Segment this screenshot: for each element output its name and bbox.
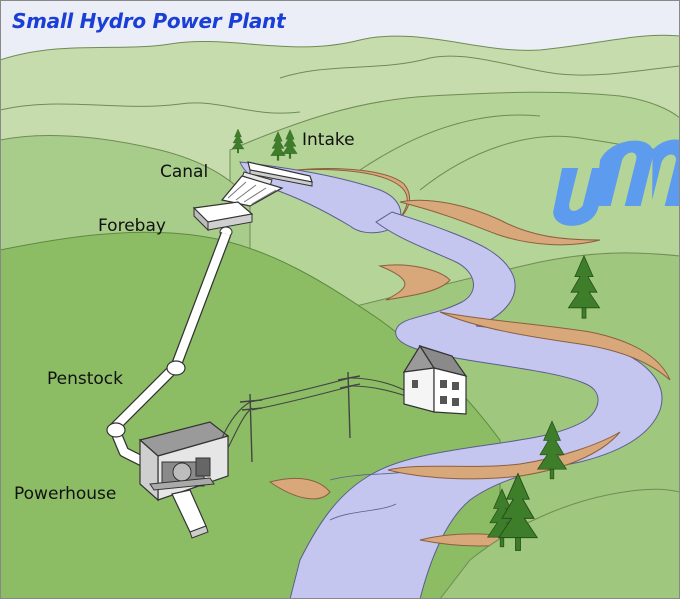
canal-structure	[220, 175, 284, 207]
label-powerhouse: Powerhouse	[14, 484, 117, 504]
far-ridge-2	[0, 102, 301, 114]
label-forebay: Forebay	[98, 216, 166, 236]
label-canal: Canal	[160, 162, 209, 182]
diagram-title: Small Hydro Power Plant	[12, 9, 286, 33]
bank-2	[399, 199, 601, 246]
bank-3	[439, 311, 671, 381]
far-ridge	[279, 55, 680, 79]
bank-1	[378, 264, 451, 301]
label-intake: Intake	[302, 130, 355, 150]
bank-5	[268, 477, 331, 500]
power-pole-icon	[337, 371, 361, 439]
river-main	[289, 211, 663, 599]
house-icon	[402, 344, 468, 415]
right-hill-ridge-2	[359, 114, 541, 171]
powerhouse-building	[138, 421, 230, 539]
logo-icon	[553, 139, 680, 226]
bank-4	[387, 431, 621, 480]
label-penstock: Penstock	[47, 369, 123, 389]
river-ripple-2	[329, 503, 397, 521]
power-pole-icon	[239, 393, 263, 463]
penstock-pipe	[106, 232, 232, 475]
